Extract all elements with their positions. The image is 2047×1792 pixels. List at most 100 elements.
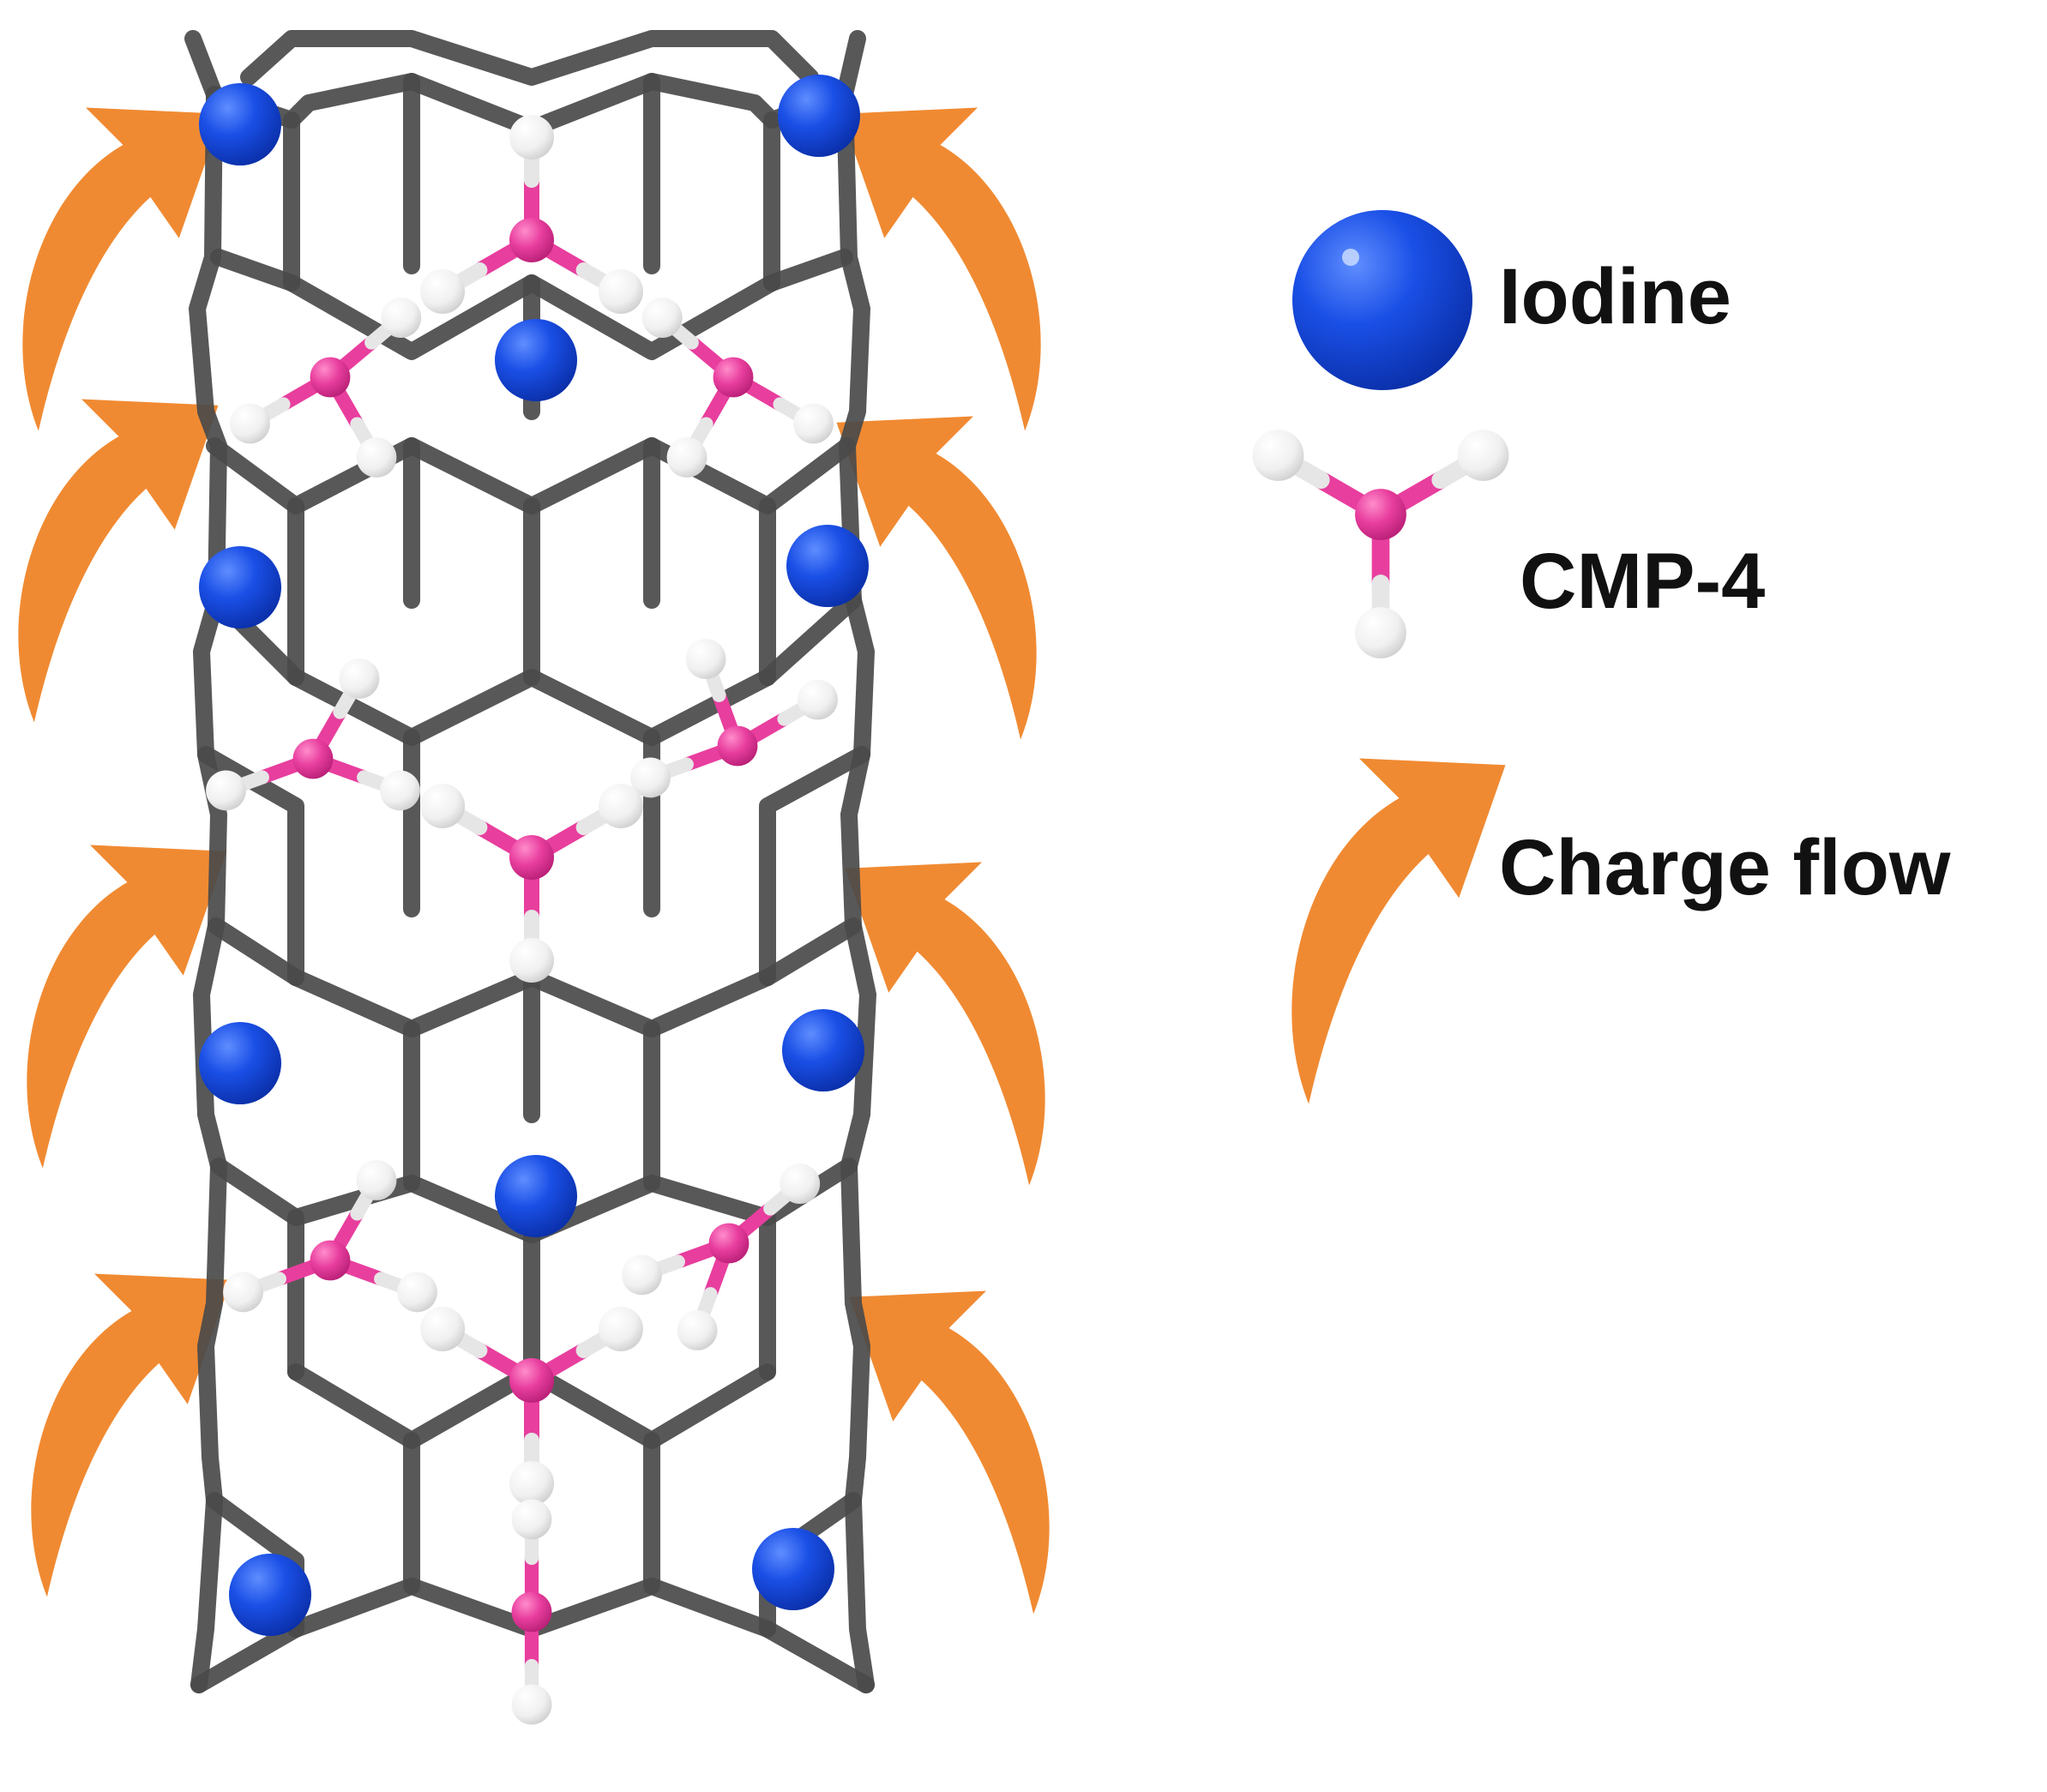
charge-flow-arrow-icon	[1291, 758, 1506, 1104]
cmp-molecule-5-core	[717, 725, 758, 767]
iodine-atom-8	[495, 1155, 577, 1237]
framework-bond-36	[759, 1621, 875, 1693]
iodine-atom-9	[229, 1554, 311, 1636]
cmp-molecule-5-hydrogen-1	[630, 757, 671, 798]
charge-flow-arrow-left-3	[27, 845, 227, 1169]
cmp-molecule-2	[230, 298, 422, 478]
framework-bond-35	[190, 1621, 304, 1693]
cmp-molecule-7	[223, 1160, 437, 1313]
cmp-molecule-3-core	[713, 357, 754, 398]
iodine-atom-7	[782, 1009, 864, 1091]
charge-flow-arrow-left-1-shape	[22, 107, 223, 431]
cmp-molecule-4-hydrogen-2	[339, 658, 380, 699]
cmp-molecule-4-hydrogen-0	[206, 770, 246, 811]
charge-flow-arrow-left-4-shape	[31, 1273, 232, 1597]
cmp-molecule-7-core	[310, 1240, 351, 1281]
cmp-molecule-3	[641, 298, 834, 478]
framework-bond-19	[197, 746, 304, 986]
cmp-molecule-8-core	[708, 1223, 750, 1264]
charge-flow-arrow-right-4	[849, 1290, 1050, 1615]
iodine-atom-2	[778, 75, 860, 157]
iodine-atom-6	[199, 1022, 281, 1104]
iodine-atom-3	[495, 319, 577, 401]
charge-flow-arrow-left-3-shape	[27, 845, 227, 1169]
cmp-molecule-4-core	[292, 738, 334, 779]
cmp-molecule-6-hydrogen-0	[420, 784, 466, 828]
charge-flow-arrows	[18, 107, 1050, 1615]
cmp-molecule-9-hydrogen-1	[598, 1307, 643, 1351]
cmp-molecule-4	[206, 658, 420, 811]
framework-bond-2	[240, 30, 819, 86]
cmp-molecule-5-hydrogen-0	[798, 679, 838, 720]
cmp-4-molecule-icon-hydrogen-0	[1252, 430, 1304, 481]
charge-flow-arrow-left-2-shape	[18, 399, 219, 723]
cmp-4-molecule-icon-hydrogen-2	[1355, 607, 1406, 658]
cmp-molecule-7-hydrogen-1	[397, 1272, 437, 1313]
cmp-molecule-6	[420, 784, 643, 983]
iodine-atom-1	[199, 83, 281, 165]
cmp-molecule-6-hydrogen-1	[598, 784, 643, 828]
charge-flow-arrow-right-1	[840, 107, 1041, 431]
charge-flow-arrow-right-1-shape	[840, 107, 1041, 431]
cmp-molecule-9-hydrogen-0	[420, 1307, 466, 1351]
cmp-molecule-9	[420, 1307, 643, 1506]
charge-flow-arrow-left-1	[22, 107, 223, 431]
cmp-molecule-9-core	[509, 1358, 554, 1403]
charge-flow-arrow-right-3	[845, 862, 1045, 1186]
cmp-molecule-10-core	[511, 1591, 552, 1633]
charge-flow-arrow-right-4-shape	[849, 1290, 1050, 1615]
cmp-4-molecule-icon-hydrogen-1	[1457, 430, 1509, 481]
cmp-molecule-3-hydrogen-2	[666, 437, 707, 478]
cmp-molecule-7-hydrogen-0	[223, 1272, 263, 1313]
iodine-highlight-icon	[1342, 249, 1359, 266]
iodine-atom-4	[199, 546, 281, 628]
cmp-molecule-7-hydrogen-2	[356, 1160, 397, 1200]
iodine-atom-10	[752, 1528, 834, 1610]
charge-flow-arrow-right-2-shape	[836, 416, 1037, 740]
cmp-molecule-1-hydrogen-2	[598, 269, 643, 314]
cmp-4-molecule-icon	[1252, 430, 1509, 658]
cmp-molecule-8-hydrogen-1	[622, 1254, 662, 1296]
cmp-molecule-10-hydrogen-1	[511, 1684, 552, 1725]
charge-flow-arrow-right-3-shape	[845, 862, 1045, 1186]
cmp-4-molecules	[206, 115, 838, 1725]
cmp-molecule-1-hydrogen-1	[420, 269, 466, 314]
cmp-molecule-1-hydrogen-0	[509, 115, 554, 159]
legend-cmp-label: CMP-4	[1520, 538, 1766, 625]
cmp-molecule-1	[420, 115, 643, 314]
framework-bond-20	[759, 746, 870, 986]
charge-flow-arrow-right-2	[836, 416, 1037, 740]
framework-bond-41	[208, 917, 304, 986]
cmp-molecule-10	[511, 1499, 552, 1725]
cmp-molecule-4-hydrogen-1	[380, 770, 420, 811]
cmp-molecule-5-hydrogen-2	[685, 639, 726, 679]
cmp-molecule-2-hydrogen-0	[381, 298, 422, 338]
cmp-molecule-9-hydrogen-2	[509, 1461, 554, 1506]
cmp-molecule-6-hydrogen-2	[509, 938, 554, 983]
charge-flow-arrow-left-2	[18, 399, 219, 723]
charge-flow-arrow-icon-shape	[1291, 758, 1506, 1104]
cmp-molecule-8	[622, 1164, 821, 1350]
cmp-molecule-1-core	[509, 218, 554, 262]
framework-bond-42	[759, 917, 862, 986]
iodine-atom-5	[786, 525, 869, 607]
cmp-molecule-2-hydrogen-1	[230, 403, 270, 444]
cmp-molecule-8-hydrogen-0	[780, 1164, 821, 1204]
framework-bond-1	[836, 30, 876, 1693]
cmp-molecule-6-core	[509, 835, 554, 880]
legend-charge-flow-label: Charge flow	[1499, 824, 1951, 911]
legend-icons	[1252, 210, 1509, 1104]
cmp-molecule-10-hydrogen-0	[511, 1499, 552, 1540]
iodine-atom-icon	[1292, 210, 1472, 390]
cmp-molecule-5	[630, 639, 838, 798]
cmp-4-molecule-icon-core	[1355, 489, 1406, 540]
cmp-molecule-3-hydrogen-1	[793, 403, 834, 444]
framework-bond-40	[759, 592, 862, 686]
framework-bond-38	[763, 249, 853, 292]
framework-bond-10	[206, 437, 856, 514]
framework-bond-37	[210, 249, 300, 292]
charge-flow-arrow-left-4	[31, 1273, 232, 1597]
legend-iodine-label: Iodine	[1499, 253, 1731, 340]
